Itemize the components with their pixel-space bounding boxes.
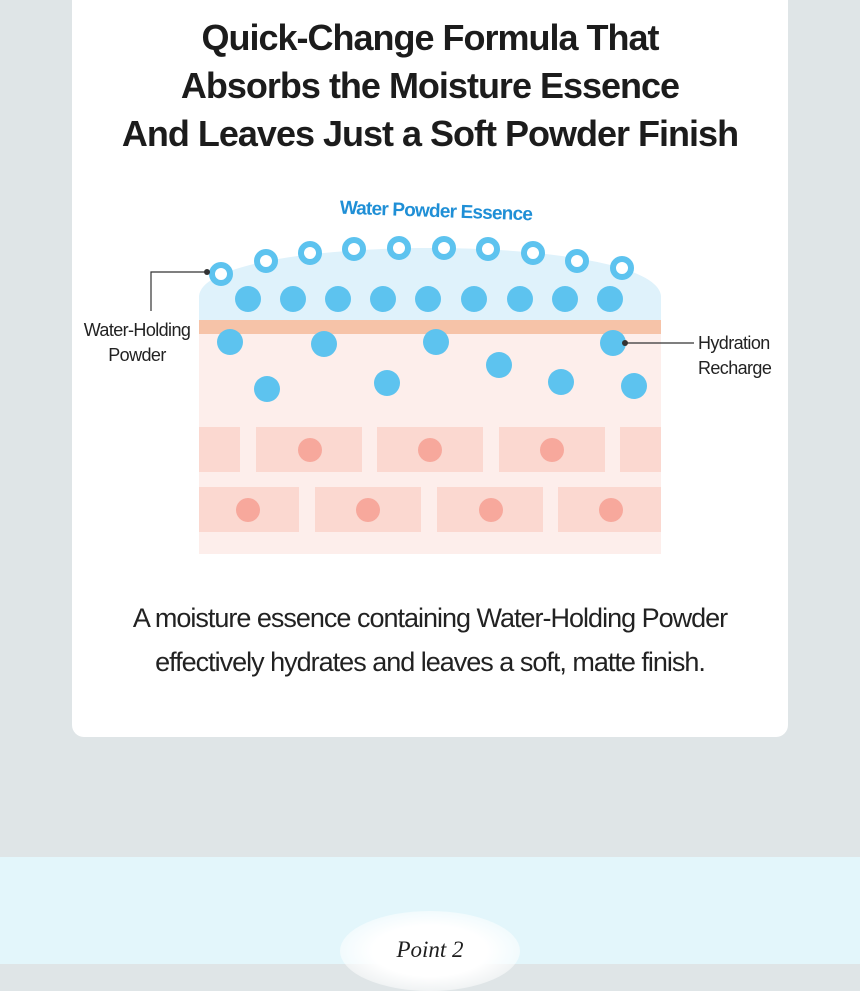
description-line-2: effectively hydrates and leaves a soft, … xyxy=(155,647,706,677)
water-droplet xyxy=(415,286,441,312)
left-leader-line xyxy=(150,271,207,311)
water-droplet xyxy=(548,369,574,395)
powder-ring xyxy=(342,237,366,261)
cell-nucleus xyxy=(418,438,442,462)
water-droplet xyxy=(597,286,623,312)
skin-surface-band xyxy=(199,320,661,334)
headline-line-3: And Leaves Just a Soft Powder Finish xyxy=(121,113,739,154)
powder-ring xyxy=(565,249,589,273)
water-droplet xyxy=(374,370,400,396)
essence-droplets xyxy=(235,286,623,312)
right-leader-dot xyxy=(622,340,628,346)
powder-ring xyxy=(432,236,456,260)
powder-ring xyxy=(387,236,411,260)
skin-cell xyxy=(199,427,240,472)
cell-nucleus xyxy=(479,498,503,522)
powder-ring xyxy=(254,249,278,273)
water-droplet xyxy=(280,286,306,312)
essence-layer xyxy=(199,248,661,321)
powder-ring xyxy=(476,237,500,261)
point-section: Point 2 xyxy=(0,857,860,991)
water-droplet xyxy=(461,286,487,312)
absorbed-droplets xyxy=(217,329,647,402)
powder-ring xyxy=(610,256,634,280)
cell-nucleus xyxy=(356,498,380,522)
water-droplet xyxy=(621,373,647,399)
water-droplet xyxy=(423,329,449,355)
powder-ring xyxy=(521,241,545,265)
water-droplet xyxy=(370,286,396,312)
essence-label: Water Powder Essence xyxy=(339,198,532,226)
right-label-line-2: Recharge xyxy=(698,358,772,378)
left-label-line-2: Powder xyxy=(108,345,166,365)
cell-nucleus xyxy=(540,438,564,462)
water-droplet xyxy=(325,286,351,312)
water-droplet xyxy=(217,329,243,355)
cell-nucleus xyxy=(236,498,260,522)
powder-ring xyxy=(209,262,233,286)
left-leader-dot xyxy=(204,269,210,275)
powder-rings xyxy=(209,236,634,286)
water-droplet xyxy=(235,286,261,312)
headline: Quick-Change Formula That Absorbs the Mo… xyxy=(0,14,860,158)
water-droplet xyxy=(507,286,533,312)
left-label-line-1: Water-Holding xyxy=(84,320,191,340)
water-droplet xyxy=(254,376,280,402)
cell-nucleus xyxy=(599,498,623,522)
water-droplet xyxy=(600,330,626,356)
description-line-1: A moisture essence containing Water-Hold… xyxy=(132,603,728,633)
skin-cell-row-1 xyxy=(199,427,661,472)
headline-line-1: Quick-Change Formula That xyxy=(201,17,659,58)
skin-cell-row-2 xyxy=(199,487,661,532)
cell-nucleus xyxy=(298,438,322,462)
water-droplet xyxy=(552,286,578,312)
water-droplet xyxy=(311,331,337,357)
description: A moisture essence containing Water-Hold… xyxy=(0,596,860,684)
skin-cell xyxy=(620,427,661,472)
powder-ring xyxy=(298,241,322,265)
point-label: Point 2 xyxy=(396,937,464,962)
skin-absorption-diagram: Water Powder Essence Water-Holding Powde… xyxy=(84,198,772,554)
headline-line-2: Absorbs the Moisture Essence xyxy=(180,65,680,106)
right-label-line-1: Hydration xyxy=(698,333,770,353)
water-droplet xyxy=(486,352,512,378)
